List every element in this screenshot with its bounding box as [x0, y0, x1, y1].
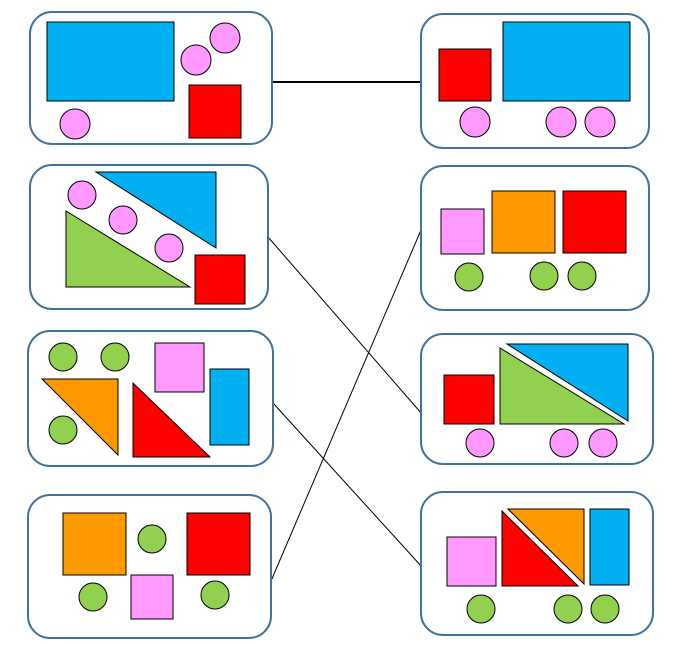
pink-circle — [588, 428, 618, 458]
pink-square — [440, 208, 485, 255]
pink-circle — [459, 106, 491, 138]
blue-rectangle — [209, 368, 250, 446]
pink-circle — [209, 22, 241, 54]
green-circle — [590, 594, 620, 624]
pink-circle — [59, 108, 91, 140]
blue-triangle — [94, 171, 217, 249]
right-card-2[interactable] — [420, 165, 650, 311]
connection-line-4 — [270, 229, 422, 582]
green-circle — [100, 342, 130, 372]
red-square — [186, 512, 251, 576]
orange-square — [491, 190, 556, 254]
left-card-2[interactable] — [29, 164, 269, 310]
pink-square — [154, 342, 205, 393]
pink-circle — [180, 44, 212, 76]
left-card-4[interactable] — [27, 494, 272, 639]
green-circle — [137, 524, 167, 554]
left-card-1[interactable] — [29, 11, 273, 145]
green-circle — [567, 261, 597, 291]
pink-circle — [584, 106, 616, 138]
pink-circle — [108, 205, 138, 235]
pink-circle — [67, 180, 97, 210]
pink-square — [446, 536, 497, 587]
red-square — [443, 374, 495, 425]
green-circle — [553, 594, 583, 624]
red-triangle — [132, 381, 212, 458]
orange-square — [62, 512, 127, 576]
connection-line-2 — [267, 236, 423, 415]
blue-rectangle — [589, 508, 630, 586]
connection-lines — [267, 81, 423, 582]
blue-rectangle — [502, 21, 631, 102]
green-triangle — [499, 347, 626, 425]
green-circle — [48, 342, 78, 372]
right-card-3[interactable] — [420, 333, 654, 465]
pink-circle — [545, 106, 577, 138]
right-card-1[interactable] — [420, 13, 650, 149]
orange-triangle — [40, 378, 119, 457]
red-square — [194, 254, 246, 305]
pink-circle — [549, 428, 579, 458]
blue-rectangle — [46, 21, 175, 102]
green-circle — [48, 415, 78, 445]
green-triangle — [65, 210, 192, 288]
red-square — [188, 84, 242, 139]
right-card-4[interactable] — [420, 491, 654, 636]
left-card-3[interactable] — [27, 330, 274, 467]
green-circle — [200, 580, 230, 610]
red-square — [438, 48, 492, 102]
blue-triangle — [505, 343, 629, 422]
green-circle — [454, 262, 484, 292]
connection-line-3 — [272, 402, 423, 568]
green-circle — [78, 582, 108, 612]
pink-circle — [465, 428, 495, 458]
pink-square — [130, 574, 174, 620]
green-circle — [529, 261, 559, 291]
orange-triangle — [506, 508, 585, 586]
green-circle — [466, 594, 496, 624]
red-triangle — [501, 509, 580, 587]
red-square — [562, 190, 627, 254]
pink-circle — [154, 233, 184, 263]
